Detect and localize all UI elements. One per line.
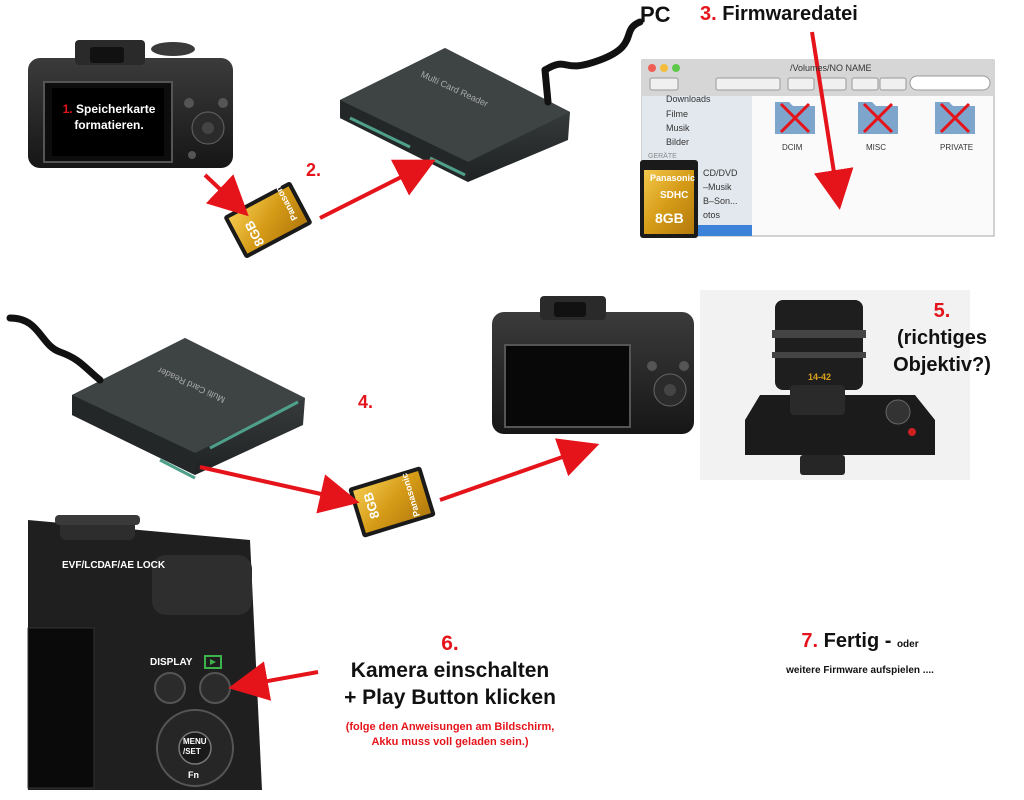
finder-section-devices: GERÄTE [648, 153, 677, 160]
step5-label: 5. (richtiges Objektiv?) [872, 298, 1012, 379]
camera-with-lens [700, 290, 970, 480]
cross-mark [939, 102, 971, 134]
step5-number: 5. [933, 300, 951, 322]
camera-back-with-format-screen [28, 40, 233, 168]
step7-small2: weitere Firmware aufspielen .... [786, 665, 934, 676]
step7-number: 7. [801, 630, 819, 652]
arrow-reader-to-card [199, 465, 360, 514]
step6-label: 6. Kamera einschalten + Play Button klic… [300, 630, 600, 711]
step1-line1: Speicherkarte [75, 102, 156, 116]
step7-label: 7. Fertig - oder weitere Firmware aufspi… [740, 630, 980, 682]
closeup-fn-label: Fn [188, 770, 199, 780]
step6-line2: + Play Button klicken [344, 686, 556, 709]
step1-number: 1. [62, 102, 73, 116]
step6-line1: Kamera einschalten [350, 659, 550, 682]
closeup-display-label: DISPLAY [150, 657, 193, 668]
flow-arrows [199, 31, 854, 701]
sd-card-finder [640, 160, 698, 238]
camera-back-middle [492, 296, 694, 434]
sd-type-finder: SDHC [660, 190, 689, 201]
finder-folders [775, 102, 975, 134]
step6-note1: (folge den Anweisungen am Bildschirm, [345, 721, 555, 733]
card-reader-top [340, 18, 644, 182]
step1-line2: formatieren. [74, 118, 144, 132]
step4-number: 4. [358, 392, 374, 412]
sd-card-step2 [224, 182, 312, 258]
step5-line2: Objektiv?) [893, 354, 991, 376]
step5-line1: (richtiges [896, 327, 988, 349]
arrow-firmware-down [810, 31, 854, 210]
finder-path: /Volumes/NO NAME [790, 63, 872, 73]
step7-text: Fertig - [823, 630, 892, 652]
finder-sidebar-downloads[interactable]: Downloads [666, 94, 711, 104]
finder-device-cddvd[interactable]: CD/DVD [703, 168, 738, 178]
finder-device-bson[interactable]: B–Son... [703, 196, 738, 206]
step6-note2: Akku muss voll geladen sein.) [371, 736, 529, 748]
finder-folder-dcim[interactable]: DCIM [782, 143, 803, 152]
finder-sidebar-filme[interactable]: Filme [666, 109, 688, 119]
step6-number: 6. [441, 632, 459, 655]
finder-device-otos[interactable]: otos [703, 210, 721, 220]
finder-folder-private[interactable]: PRIVATE [940, 143, 974, 152]
cross-mark [779, 102, 811, 134]
step6-note: (folge den Anweisungen am Bildschirm, Ak… [300, 720, 600, 750]
camera-closeup-back [27, 515, 262, 790]
pc-label: PC [640, 2, 671, 27]
closeup-set-label: /SET [183, 747, 201, 756]
folder-icon-misc[interactable] [858, 102, 898, 134]
sd-capacity-finder: 8GB [655, 210, 684, 226]
step3-label: 3. Firmwaredatei [700, 3, 858, 26]
arrow-card-to-camera [439, 438, 600, 502]
cross-mark [862, 102, 894, 134]
arrow-camera-to-card [203, 173, 249, 217]
closeup-afae-label: AF/AE LOCK [104, 560, 166, 571]
step3-text: Firmwaredatei [722, 3, 858, 25]
finder-folder-misc[interactable]: MISC [866, 143, 886, 152]
finder-device-musik[interactable]: –Musik [703, 182, 732, 192]
finder-sidebar-bilder[interactable]: Bilder [666, 137, 690, 147]
sd-card-step4 [348, 466, 436, 538]
step2-number: 2. [306, 160, 322, 180]
folder-icon-private[interactable] [935, 102, 975, 134]
step1-screen-text: 1. Speicherkarte formatieren. [54, 101, 164, 133]
finder-sidebar-musik[interactable]: Musik [666, 123, 690, 133]
folder-icon-dcim[interactable] [775, 102, 815, 134]
closeup-menu-label: MENU [183, 737, 207, 746]
arrow-to-play-button [228, 661, 319, 701]
step7-small1: oder [896, 639, 919, 650]
closeup-evf-label: EVF/LCD [62, 560, 105, 571]
sd-brand-finder: Panasonic [650, 173, 696, 183]
step3-number: 3. [700, 3, 717, 25]
card-reader-middle [6, 314, 305, 480]
lens-focal-label: 14-42 [808, 372, 832, 382]
arrow-card-to-reader [319, 159, 436, 220]
